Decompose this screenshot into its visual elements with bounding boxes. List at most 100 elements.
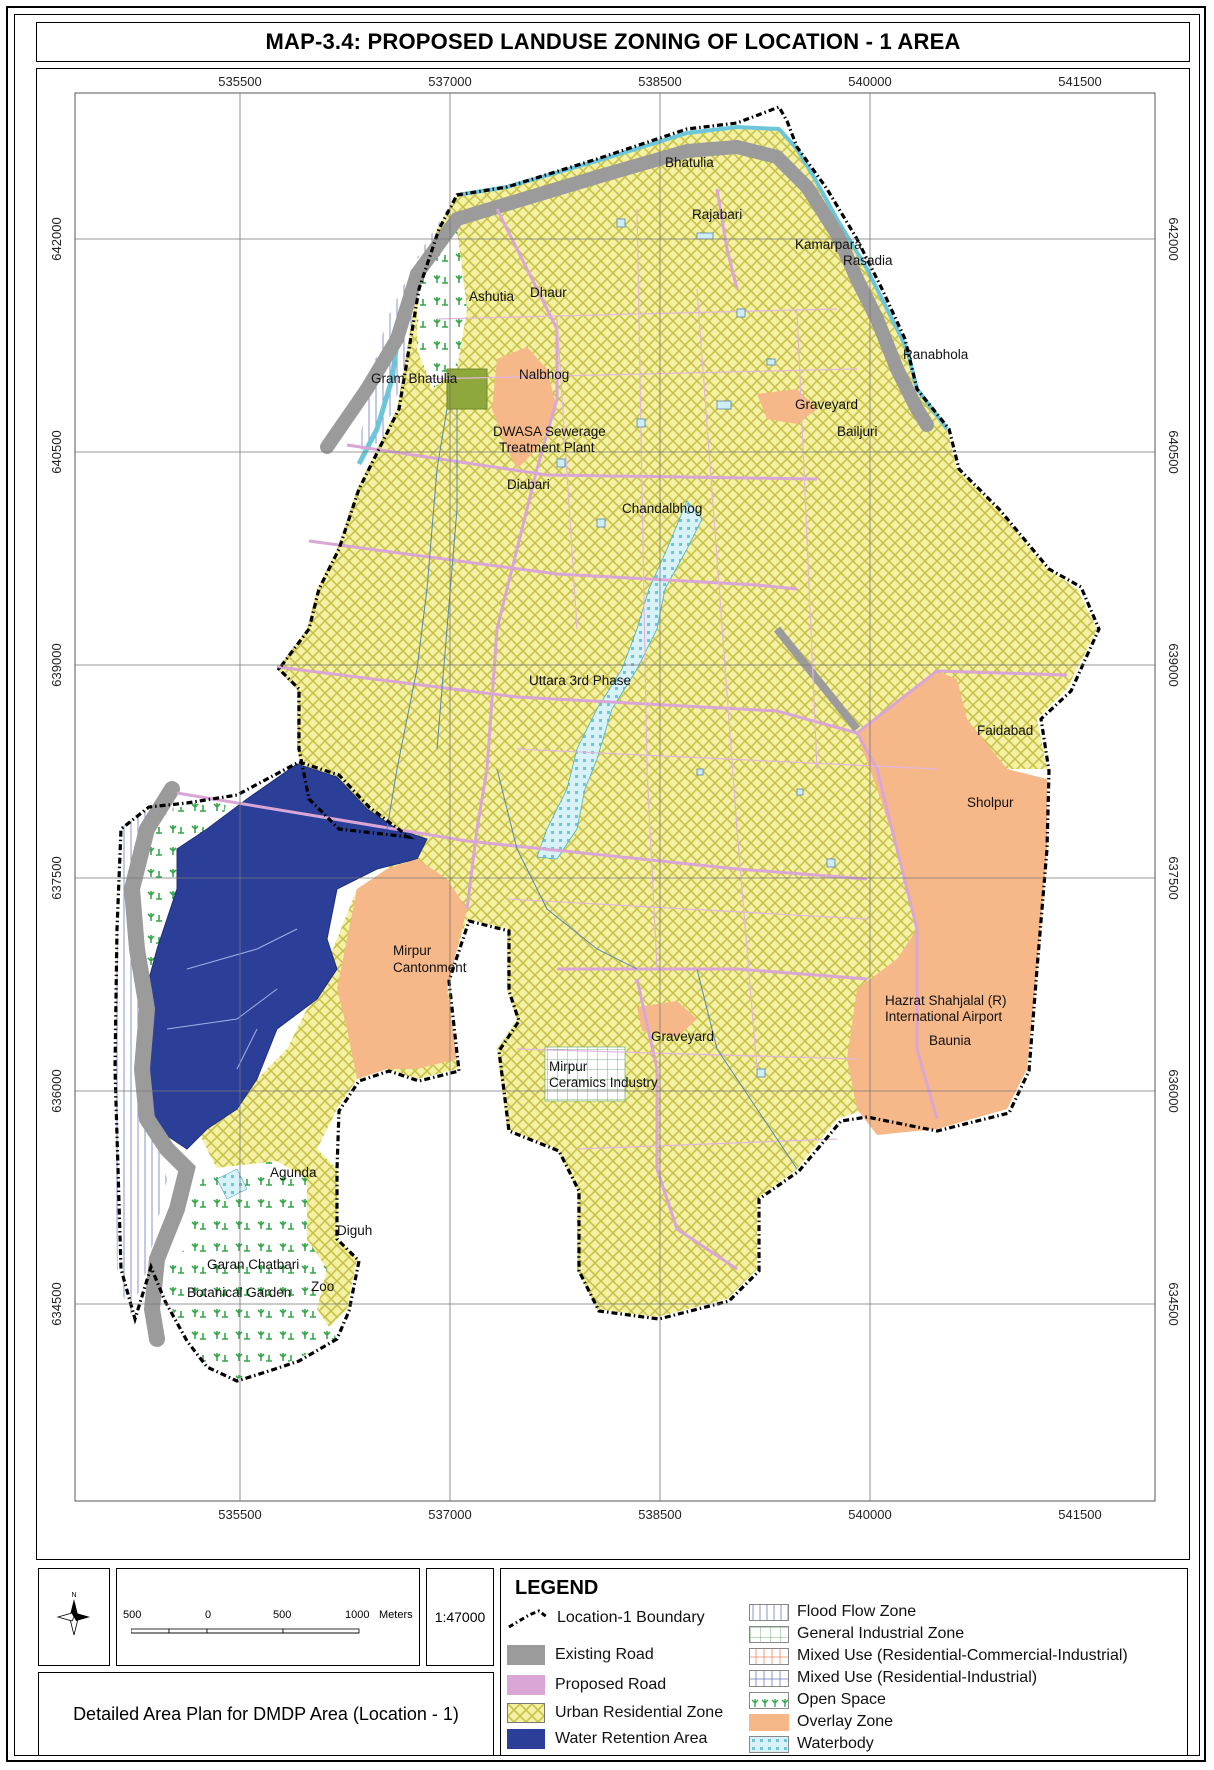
scale-bar — [131, 1628, 360, 1634]
water-retention-swatch-icon — [507, 1729, 545, 1749]
north-arrow-box: N — [38, 1568, 110, 1666]
x-tick-label: 537000 — [428, 74, 471, 89]
proposed-roads — [176, 188, 1068, 1271]
north-arrow-icon: N — [56, 1592, 90, 1636]
dwasa-sewerage-plant — [446, 368, 488, 410]
legend-item-boundary: Location-1 Boundary — [507, 1607, 705, 1629]
map-title-text: MAP-3.4: PROPOSED LANDUSE ZONING OF LOCA… — [265, 29, 961, 54]
place-label: Bhatulia — [665, 155, 714, 170]
place-label: Dhaur — [530, 285, 567, 300]
place-label: Uttara 3rd Phase — [529, 673, 631, 688]
existing-road-west — [123, 781, 196, 1347]
y-tick-label: 637500 — [49, 856, 64, 899]
legend-label: General Industrial Zone — [797, 1625, 965, 1642]
y-tick-label: 634500 — [49, 1282, 64, 1325]
place-label: Cantonment — [393, 960, 467, 975]
y-tick-labels-left: 642000 640500 639000 637500 636000 63450… — [49, 217, 64, 1325]
grid-lines — [75, 93, 1155, 1501]
place-label: Diguh — [337, 1223, 372, 1238]
legend-label: Location-1 Boundary — [557, 1609, 705, 1626]
map-title: MAP-3.4: PROPOSED LANDUSE ZONING OF LOCA… — [36, 22, 1190, 62]
scale-ratio-box: 1:47000 — [426, 1568, 494, 1666]
y-tick-label: 640500 — [1166, 430, 1181, 473]
plan-title-box: Detailed Area Plan for DMDP Area (Locati… — [38, 1672, 494, 1756]
water-retention-area — [140, 763, 428, 1150]
y-tick-label: 636000 — [1166, 1069, 1181, 1112]
legend-title: LEGEND — [515, 1577, 599, 1599]
place-label: Mirpur — [393, 943, 432, 958]
y-tick-label: 640500 — [49, 430, 64, 473]
overlay-zone-cantonment — [337, 859, 467, 1079]
place-label: Rasadia — [843, 253, 893, 268]
place-label: Botanical Garden — [187, 1285, 291, 1300]
location-1-boundary — [113, 105, 1101, 1383]
place-label: Treatment Plant — [499, 440, 595, 455]
place-label: Diabari — [507, 477, 550, 492]
place-label: Ceramics Industry — [549, 1075, 658, 1090]
x-tick-label: 541500 — [1058, 1507, 1101, 1522]
y-tick-label: 636000 — [49, 1069, 64, 1112]
existing-road-airport — [773, 626, 861, 732]
place-label: Graveyard — [651, 1029, 714, 1044]
y-tick-labels-right: 642000 640500 639000 637500 636000 63450… — [1166, 217, 1181, 1325]
general-industrial-swatch-icon — [749, 1625, 789, 1643]
existing-road-north — [320, 139, 934, 454]
legend-label: Water Retention Area — [555, 1730, 708, 1747]
y-tick-label: 634500 — [1166, 1282, 1181, 1325]
open-space-north — [417, 229, 467, 389]
waterbody-north-river — [456, 124, 949, 431]
place-label: Ranabhola — [903, 347, 969, 362]
legend-label: Mixed Use (Residential-Industrial) — [797, 1669, 1038, 1686]
existing-road-swatch-icon — [507, 1645, 545, 1665]
legend-box: LEGEND Location-1 Boundary Existing Road… — [500, 1568, 1188, 1756]
y-tick-label: 642000 — [1166, 217, 1181, 260]
scale-bar-box: 500 0 500 1000 Meters — [116, 1568, 420, 1666]
x-tick-labels-top: 535500 537000 538500 540000 541500 — [218, 74, 1101, 89]
legend-item-urban-residential: Urban Residential Zone — [507, 1703, 723, 1723]
mixed-rci-swatch-icon — [749, 1647, 789, 1665]
legend-label: Waterbody — [797, 1735, 874, 1752]
landuse-map[interactable]: Bhatulia Rajabari Kamarpara Rasadia Ashu… — [37, 69, 1190, 1560]
place-label: Bailjuri — [837, 424, 878, 439]
x-tick-label: 537000 — [428, 1507, 471, 1522]
legend-label: Mixed Use (Residential-Commercial-Indust… — [797, 1647, 1128, 1664]
small-ponds — [556, 218, 836, 1078]
legend-label: Proposed Road — [555, 1676, 667, 1693]
place-label: Rajabari — [692, 207, 742, 222]
x-tick-label: 540000 — [848, 74, 891, 89]
place-label: Faidabad — [977, 723, 1033, 738]
mixed-ri-swatch-icon — [749, 1669, 789, 1687]
scale-label: Meters — [379, 1609, 413, 1621]
place-labels: Bhatulia Rajabari Kamarpara Rasadia Ashu… — [187, 155, 1033, 1300]
waterbody-south — [216, 1168, 248, 1200]
waterbody-channel-main — [536, 500, 703, 860]
place-label: Ashutia — [469, 289, 515, 304]
legend-item-existing-road: Existing Road — [507, 1645, 654, 1665]
legend-item-water-retention: Water Retention Area — [507, 1729, 707, 1749]
legend-item-overlay: Overlay Zone — [749, 1713, 893, 1731]
scale-label: 1000 — [345, 1609, 370, 1621]
place-label: Chandalbhog — [622, 501, 702, 516]
place-label: DWASA Sewerage — [493, 424, 606, 439]
x-tick-label: 538500 — [638, 74, 681, 89]
proposed-road-swatch-icon — [507, 1675, 545, 1695]
place-label: Mirpur — [549, 1059, 588, 1074]
x-tick-label: 541500 — [1058, 74, 1101, 89]
overlay-swatch-icon — [749, 1713, 789, 1731]
place-label: Garan Chatbari — [207, 1257, 299, 1272]
open-space-swatch-icon — [749, 1691, 789, 1709]
place-label: Agunda — [270, 1165, 317, 1180]
boundary-symbol-icon — [508, 1609, 548, 1629]
y-tick-label: 639000 — [49, 643, 64, 686]
legend-label: Urban Residential Zone — [555, 1704, 724, 1721]
y-tick-label: 637500 — [1166, 856, 1181, 899]
open-space-botanical-garden — [155, 1161, 337, 1379]
urban-residential-swatch-icon — [507, 1703, 545, 1723]
svg-text:N: N — [71, 1592, 76, 1599]
general-industrial-ceramics — [544, 1046, 626, 1102]
scale-label: 500 — [273, 1609, 292, 1621]
place-label: Baunia — [929, 1033, 972, 1048]
plan-title: Detailed Area Plan for DMDP Area (Locati… — [73, 1703, 459, 1724]
minor-road-grid — [426, 208, 938, 1150]
map-frame[interactable]: Bhatulia Rajabari Kamarpara Rasadia Ashu… — [36, 68, 1190, 1560]
